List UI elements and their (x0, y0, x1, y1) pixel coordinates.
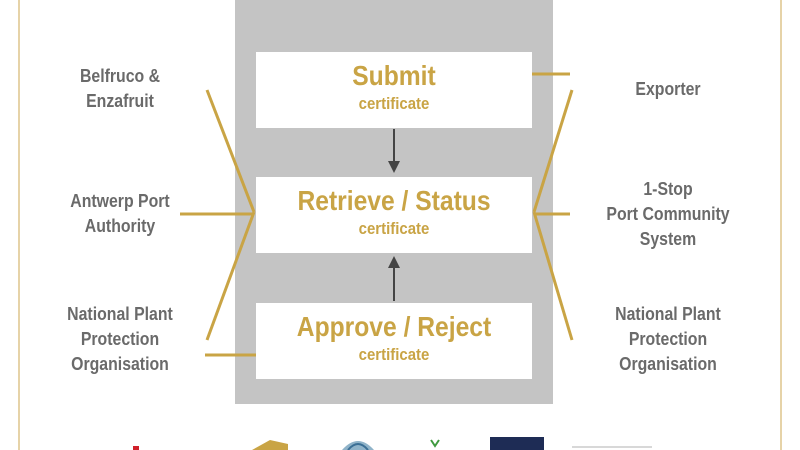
label-nppo-right: National Plant Protection Organisation (615, 304, 721, 374)
frame-border-left (18, 0, 20, 450)
label-nppo-left: National Plant Protection Organisation (67, 304, 173, 374)
arrowhead-up (388, 256, 400, 268)
partner-logo-grey-icon (572, 446, 652, 448)
partner-logo-globe-icon (342, 441, 374, 450)
partner-logo-navy-icon (490, 437, 544, 450)
label-antwerp-port: Antwerp Port Authority (70, 191, 170, 236)
label-exporter: Exporter (635, 79, 701, 99)
approve-title: Approve / Reject (296, 311, 492, 342)
partner-logo-gold-icon (252, 440, 288, 450)
left-bracket (180, 89, 256, 357)
partner-logo-leaf-icon (430, 439, 440, 448)
submit-box: Submit certificate (256, 52, 532, 128)
submit-subtitle: certificate (358, 94, 430, 113)
retrieve-title: Retrieve / Status (297, 185, 491, 216)
arrowhead-down (388, 161, 400, 173)
label-belfruco: Belfruco & Enzafruit (79, 66, 161, 111)
approve-box: Approve / Reject certificate (256, 303, 532, 379)
retrieve-subtitle: certificate (358, 219, 430, 238)
label-one-stop: 1-Stop Port Community System (606, 179, 730, 249)
partner-logo-red-icon (133, 446, 139, 450)
submit-title: Submit (352, 60, 436, 91)
retrieve-box: Retrieve / Status certificate (256, 177, 532, 253)
right-bracket (532, 72, 574, 341)
approve-subtitle: certificate (358, 345, 430, 364)
frame-border-right (780, 0, 782, 450)
